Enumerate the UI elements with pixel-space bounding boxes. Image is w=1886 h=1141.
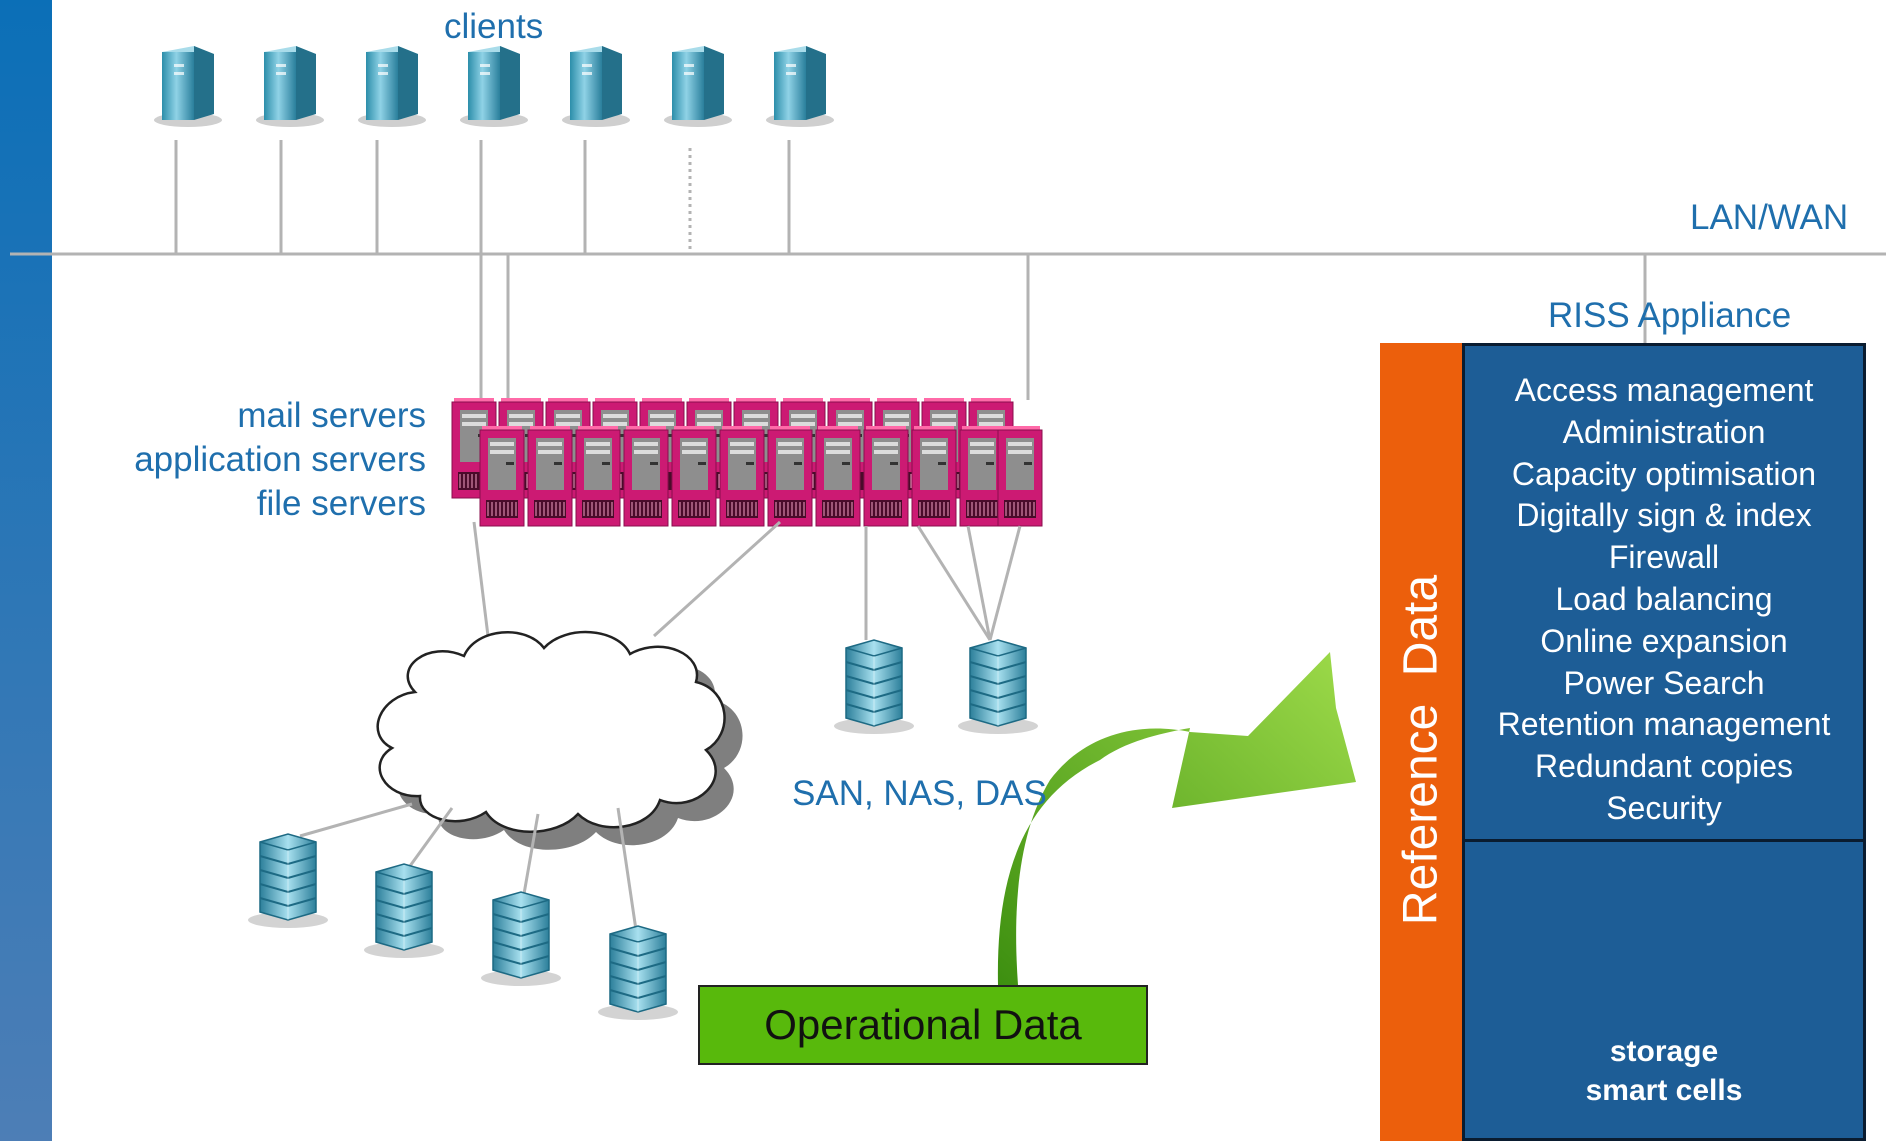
left-accent-band <box>0 0 52 1141</box>
storage-smart-cells-label: storage smart cells <box>1465 1032 1863 1110</box>
network-cloud-icon <box>376 630 743 850</box>
riss-appliance-label: RISS Appliance <box>1548 296 1792 335</box>
reference-data-label-wrap: Reference Data <box>1380 343 1462 1141</box>
server-icon <box>719 425 765 527</box>
storage-disk-icon <box>957 639 1039 735</box>
riss-feature-item: Security <box>1606 789 1722 826</box>
client-computer-icon <box>766 46 834 127</box>
storage-disk-icon <box>597 925 679 1021</box>
server-type-file: file servers <box>256 484 426 523</box>
client-computer-icon <box>664 46 732 127</box>
riss-feature-item: Redundant copies <box>1535 748 1793 785</box>
riss-feature-item: Retention management <box>1497 706 1831 743</box>
operational-data-box: Operational Data <box>698 985 1148 1065</box>
server-icon <box>815 425 861 527</box>
storage-disk-icon <box>480 891 562 987</box>
storage-disk-icon <box>247 833 329 929</box>
server-icon <box>623 425 669 527</box>
client-computer-icon <box>460 46 528 127</box>
server-icon <box>527 425 573 527</box>
server-icon <box>863 425 909 527</box>
smart-cells-label-line: smart cells <box>1585 1074 1743 1107</box>
client-connections <box>174 140 791 254</box>
server-icon <box>575 425 621 527</box>
storage-disk-icon <box>363 863 445 959</box>
storage-label-line: storage <box>1609 1035 1719 1068</box>
client-computers <box>154 46 834 127</box>
client-computer-icon <box>562 46 630 127</box>
server-types-label: mail servers application servers file se… <box>134 394 426 526</box>
storage-disk-icon <box>833 639 915 735</box>
riss-feature-item: Administration <box>1562 413 1766 450</box>
server-storage-links <box>472 520 1022 641</box>
riss-feature-item: Access management <box>1514 372 1814 408</box>
client-computer-icon <box>358 46 426 127</box>
reference-data-label: Reference Data <box>1394 574 1448 926</box>
server-uplinks <box>479 254 1647 408</box>
riss-feature-item: Digitally sign & index <box>1516 497 1812 534</box>
server-icon <box>911 425 957 527</box>
riss-feature-item: Load balancing <box>1555 580 1773 617</box>
clients-label: clients <box>444 7 544 46</box>
server-type-application: application servers <box>134 440 426 479</box>
reference-data-bar <box>1380 343 1462 1141</box>
lan-wan-label: LAN/WAN <box>1690 198 1849 237</box>
riss-feature-item: Capacity optimisation <box>1511 455 1817 492</box>
server-icon <box>767 425 813 527</box>
server-icon <box>959 425 1005 527</box>
client-computer-icon <box>154 46 222 127</box>
riss-feature-item: Firewall <box>1608 539 1720 576</box>
server-icon <box>479 425 525 527</box>
riss-feature-item: Online expansion <box>1540 622 1788 659</box>
client-computer-icon <box>256 46 324 127</box>
server-icon <box>997 425 1043 527</box>
server-type-mail: mail servers <box>237 396 426 435</box>
curved-arrow-icon <box>997 652 1356 985</box>
server-icon <box>671 425 717 527</box>
riss-feature-item: Power Search <box>1563 664 1765 701</box>
cloud-storage-links <box>299 802 638 931</box>
operational-data-label: Operational Data <box>764 1001 1082 1048</box>
san-nas-das-label: SAN, NAS, DAS <box>792 774 1047 813</box>
